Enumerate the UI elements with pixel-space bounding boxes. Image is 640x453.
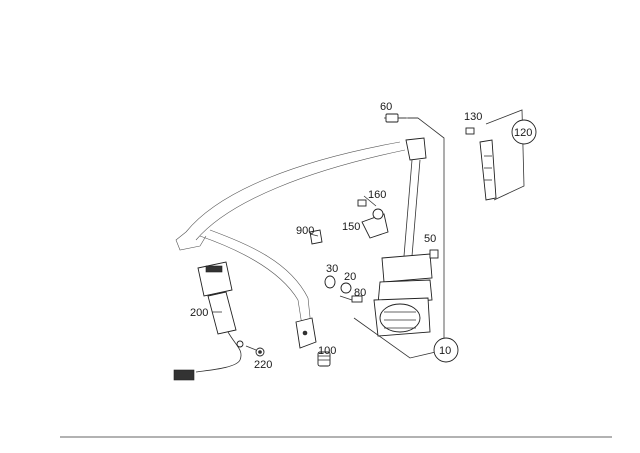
callout-900: 900: [296, 225, 314, 237]
callout-10: 10: [439, 345, 451, 357]
belt-webbing: [175, 141, 406, 339]
lower-anchor: [295, 317, 317, 349]
callout-10-circle: [433, 337, 459, 363]
nut-220: [255, 347, 265, 357]
callout-80: 80: [354, 287, 366, 299]
callout-150: 150: [342, 221, 360, 233]
small-parts: [309, 229, 439, 303]
callout-130: 130: [464, 111, 482, 123]
callout-160: 160: [368, 189, 386, 201]
clip-160-150: [357, 199, 389, 239]
height-adjuster: [465, 109, 525, 201]
callout-60: 60: [380, 101, 392, 113]
retractor-assembly: [353, 117, 445, 359]
callout-120: 120: [514, 127, 532, 139]
callout-220: 220: [254, 359, 272, 371]
bolt-60: [385, 113, 406, 123]
buckle-assembly: [173, 261, 244, 381]
callout-30: 30: [326, 263, 338, 275]
bolt-100: [317, 351, 331, 367]
callout-200: 200: [190, 307, 208, 319]
callout-50: 50: [424, 233, 436, 245]
callout-120-circle: [511, 119, 537, 145]
callout-20: 20: [344, 271, 356, 283]
callout-100: 100: [318, 345, 336, 357]
